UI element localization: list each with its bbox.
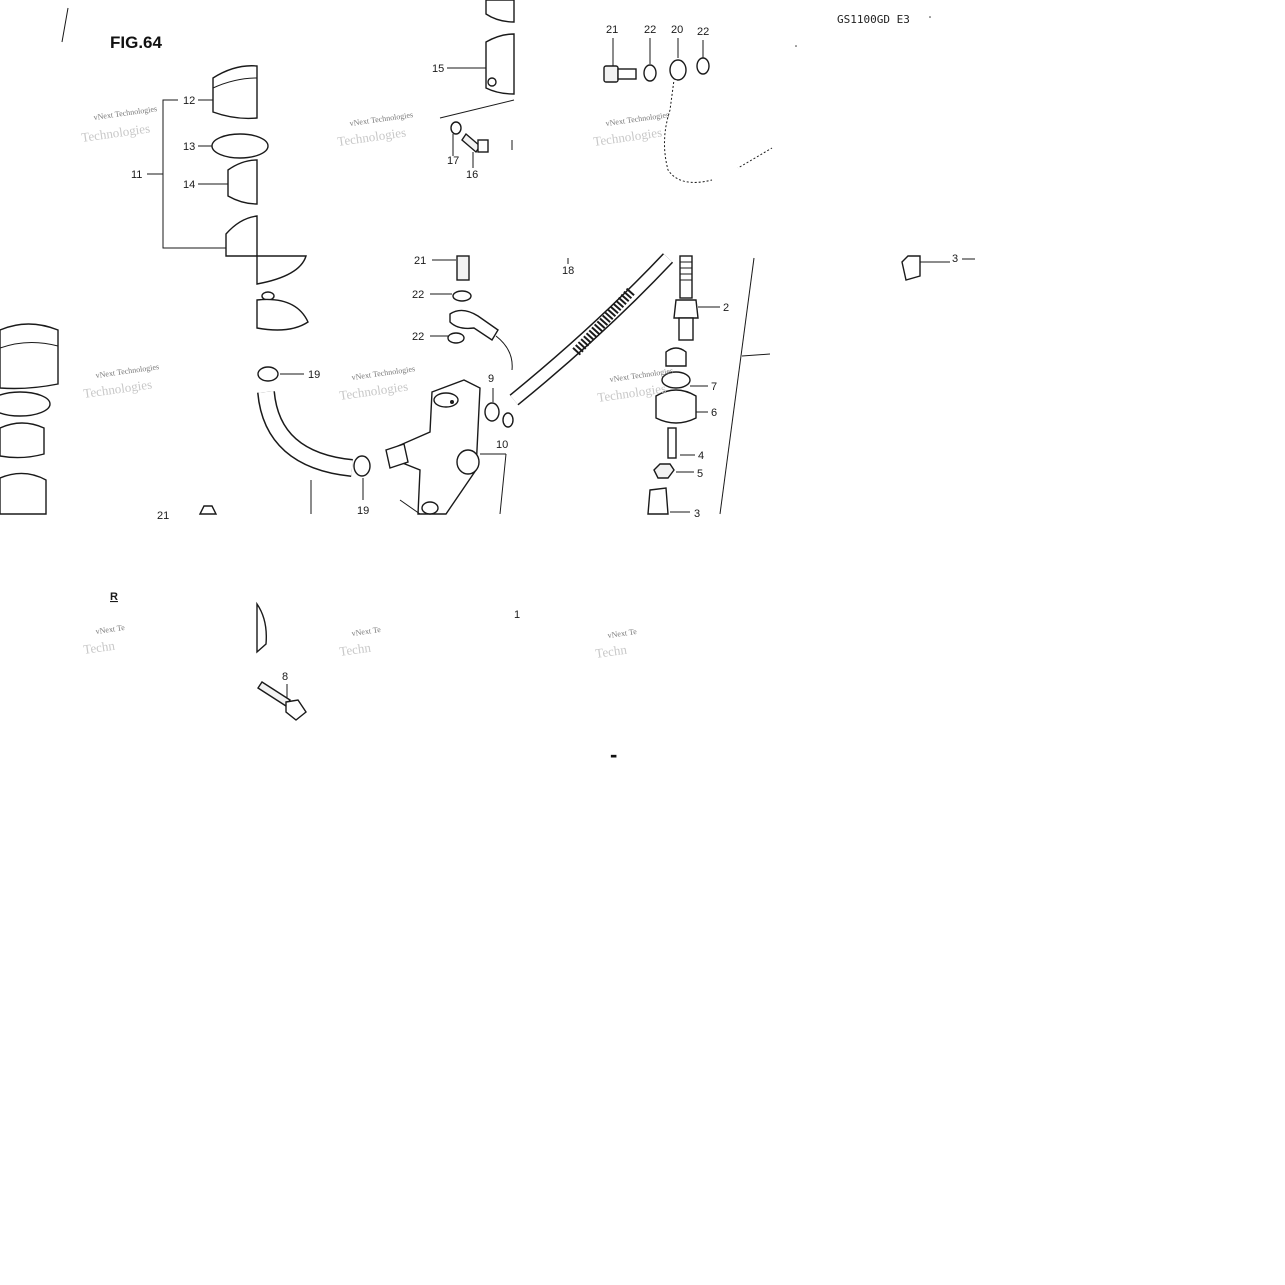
callout-2: 2 xyxy=(723,302,729,314)
cylinder-nozzle xyxy=(385,443,409,469)
hose-clip-19-b xyxy=(353,455,371,477)
tile-rod-assembly: 18 2 7 6 4 5 3 vNext Techno xyxy=(509,253,771,520)
part-9 xyxy=(484,402,500,422)
callout-7: 7 xyxy=(711,381,717,393)
callout-14: 14 xyxy=(183,179,195,191)
reservoir-cap xyxy=(212,65,258,120)
boot-7 xyxy=(661,371,691,389)
callout-1: 1 xyxy=(514,609,520,621)
callout-4: 4 xyxy=(698,450,704,462)
bolt-8 xyxy=(257,681,291,707)
callout-10: 10 xyxy=(496,439,508,451)
tile-master-cylinder: 19 19 21 22 22 9 10 xyxy=(256,255,514,517)
tile-reservoir-top: FIG.64 11 12 13 14 vNext Technologies Te… xyxy=(61,7,269,257)
callout-22-mid-a: 22 xyxy=(412,289,424,301)
callout-21-cut: 21 xyxy=(157,510,169,522)
svg-text:Technologies: Technologies xyxy=(82,376,153,400)
reservoir-top xyxy=(485,0,515,23)
svg-text:vNext Te: vNext Te xyxy=(351,625,382,638)
banjo-fitting-mid xyxy=(449,309,499,341)
figure-title: FIG.64 xyxy=(110,33,163,52)
banjo-fitting-20 xyxy=(669,59,687,81)
svg-text:Technologies: Technologies xyxy=(336,124,407,148)
svg-text:Technologies: Technologies xyxy=(338,378,409,402)
callout-22-top-b: 22 xyxy=(697,26,709,38)
union-bolt-21-mid xyxy=(456,255,470,281)
clamp-ring xyxy=(256,298,309,331)
washer-22-d xyxy=(447,332,465,344)
watermark: vNext Technologies xyxy=(93,104,158,122)
callout-19-b: 19 xyxy=(357,505,369,517)
hose-clip-19-a xyxy=(257,366,279,382)
stray-letter: R xyxy=(110,591,118,603)
bracket-fragment xyxy=(901,255,921,281)
callout-20: 20 xyxy=(671,24,683,36)
tile-reservoir-large: 21 vNext Technologies Technologies xyxy=(0,323,218,522)
master-cylinder-body xyxy=(397,379,481,515)
reservoir-cap-large xyxy=(0,323,59,390)
union-bolt-21 xyxy=(603,65,619,83)
push-rod-4 xyxy=(667,427,677,459)
svg-text:Technologies: Technologies xyxy=(80,120,151,144)
clevis-3 xyxy=(647,487,669,515)
callout-5: 5 xyxy=(697,468,703,480)
bolt-16 xyxy=(461,132,481,154)
brake-hose-upper xyxy=(664,79,713,183)
cap-plate xyxy=(211,133,269,159)
washer-22-a xyxy=(643,64,657,82)
washer-17 xyxy=(450,121,462,135)
svg-text:Techn: Techn xyxy=(338,640,372,659)
callout-16: 16 xyxy=(466,169,478,181)
callout-8: 8 xyxy=(282,671,288,683)
stray-mark xyxy=(61,7,69,43)
callout-12: 12 xyxy=(183,95,195,107)
reservoir-body xyxy=(225,215,258,257)
svg-text:Techn: Techn xyxy=(594,642,628,661)
svg-text:Technologies: Technologies xyxy=(592,124,663,148)
tile-bottom-row: R vNext Te Techn vNext Te Techn vNext Te… xyxy=(82,591,637,767)
callout-15: 15 xyxy=(432,63,444,75)
callout-19-a: 19 xyxy=(308,369,320,381)
callout-21-top: 21 xyxy=(606,24,618,36)
callout-13: 13 xyxy=(183,141,195,153)
tile-hose-upper: 21 22 20 22 vNext Technologies Technolog… xyxy=(592,24,775,186)
svg-text:vNext Te: vNext Te xyxy=(607,627,638,640)
callout-18: 18 xyxy=(562,265,574,277)
callout-22-top-a: 22 xyxy=(644,24,656,36)
svg-text:Techn: Techn xyxy=(82,638,116,657)
stray-dash: - xyxy=(610,742,617,767)
callout-6: 6 xyxy=(711,407,717,419)
callout-11: 11 xyxy=(131,169,142,181)
callout-3-right: 3 xyxy=(952,253,958,265)
callout-17: 17 xyxy=(447,155,459,167)
nut-5 xyxy=(653,463,675,479)
tile-clamp: 15 17 16 vNext Technologies Technologies xyxy=(336,0,515,181)
model-code: GS1100GD E3 xyxy=(837,13,910,26)
bracket-11 xyxy=(162,99,230,249)
rod-end-2 xyxy=(673,299,699,319)
tile-model-code: GS1100GD E3 xyxy=(795,13,931,47)
washer-22-c xyxy=(452,290,472,302)
diaphragm xyxy=(227,159,258,205)
callout-9: 9 xyxy=(488,373,494,385)
boot-6 xyxy=(655,389,697,424)
washer-22-b xyxy=(696,57,710,75)
callout-21-mid: 21 xyxy=(414,255,426,267)
callout-22-mid-b: 22 xyxy=(412,331,424,343)
watermark-partial: vNext Te xyxy=(95,623,126,636)
tile-bracket-fragment: 3 xyxy=(901,253,975,281)
callout-3: 3 xyxy=(694,508,700,520)
